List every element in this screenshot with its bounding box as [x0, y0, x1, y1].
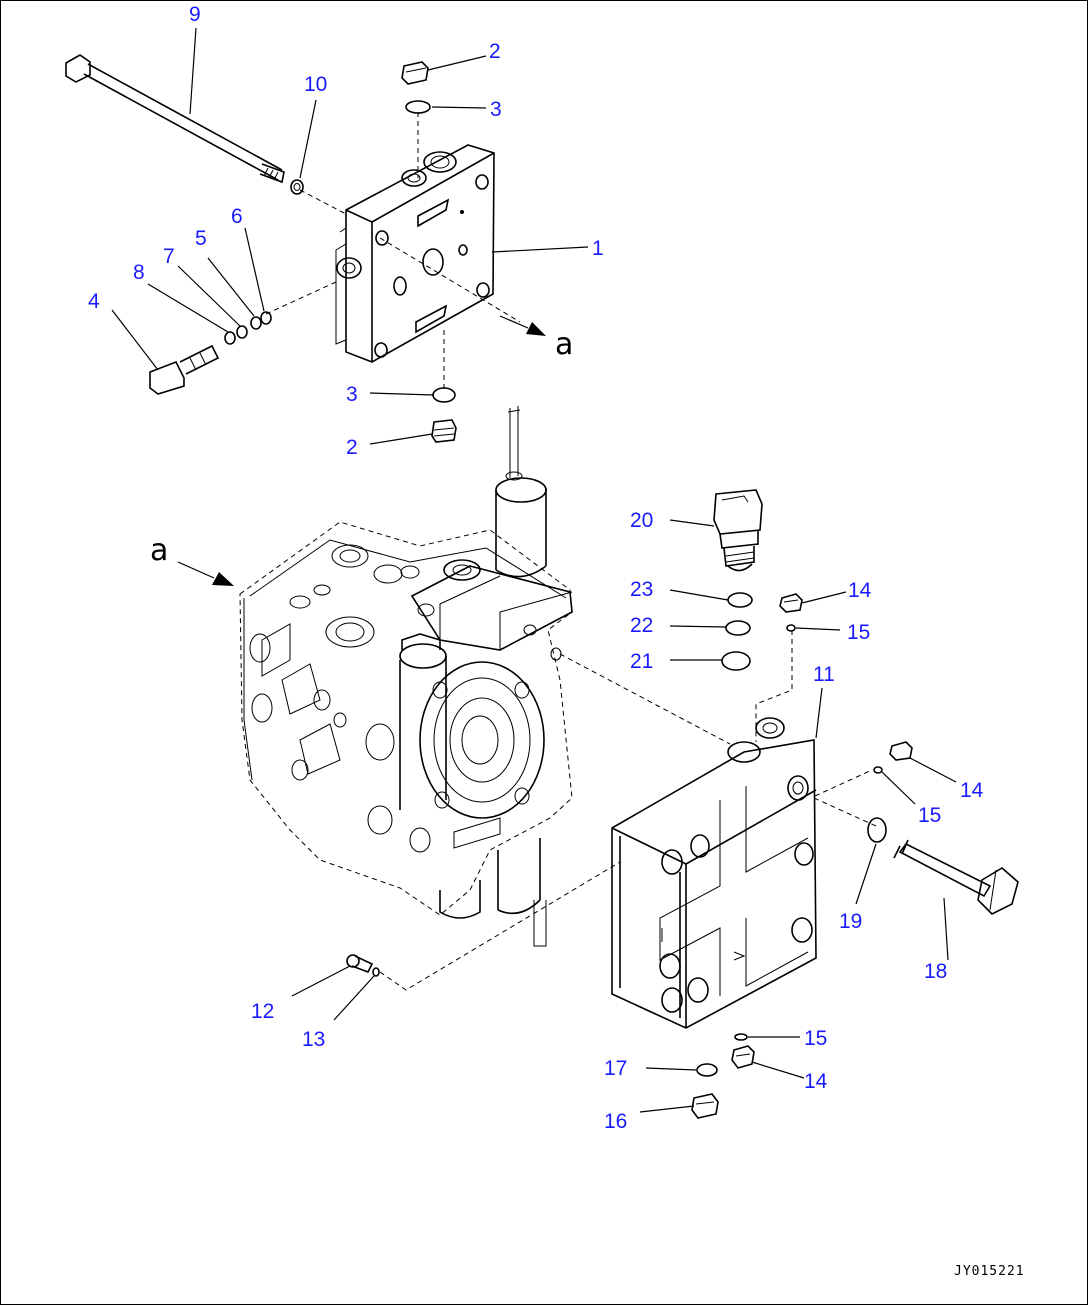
view-arrow-body [177, 561, 234, 586]
drawing-code: JY015221 [954, 1264, 1025, 1279]
part-19-washer [867, 817, 887, 843]
part-3-o-ring-bottom [432, 387, 456, 403]
callout-23: 23 [630, 578, 653, 601]
part-15-seal-right [873, 766, 883, 774]
callout-12: 12 [251, 1000, 274, 1023]
part-22-backup-ring [725, 620, 751, 636]
part-11-end-cover [611, 717, 817, 1029]
part-7-ring [236, 325, 248, 339]
callout-18: 18 [924, 960, 947, 983]
callout-4: 4 [88, 290, 100, 313]
callout-9: 9 [189, 3, 201, 26]
callout-8: 8 [133, 261, 145, 284]
callout-13: 13 [302, 1028, 325, 1051]
part-2-plug-top [401, 61, 429, 85]
callout-2-bottom: 2 [346, 436, 358, 459]
callout-2-top: 2 [489, 40, 501, 63]
view-letter-top: a [555, 327, 573, 362]
callout-16: 16 [604, 1110, 627, 1133]
callout-5: 5 [195, 227, 207, 250]
callout-14-top: 14 [848, 579, 872, 602]
part-21-o-ring [721, 651, 751, 671]
callout-20: 20 [630, 509, 653, 532]
callout-11: 11 [813, 663, 835, 686]
part-5-ring [250, 316, 262, 330]
callout-15-bottom: 15 [804, 1027, 827, 1050]
part-13-seal [372, 967, 380, 977]
callout-19: 19 [839, 910, 862, 933]
part-2-plug-bottom [431, 419, 457, 443]
part-6-ring [260, 311, 272, 325]
part-10-washer [290, 179, 304, 195]
view-letter-body: a [150, 533, 168, 568]
callout-14-right: 14 [960, 779, 984, 802]
callout-21: 21 [630, 650, 653, 673]
callout-10: 10 [304, 73, 327, 96]
callout-17: 17 [604, 1057, 627, 1080]
callout-22: 22 [630, 614, 653, 637]
callout-1: 1 [592, 237, 604, 260]
callout-14-bottom: 14 [804, 1070, 828, 1093]
part-8-ring [224, 331, 236, 345]
part-9-tie-bolt [65, 54, 285, 184]
part-15-seal-top [786, 624, 796, 632]
callout-7: 7 [163, 245, 175, 268]
callout-6: 6 [231, 205, 243, 228]
part-20-relief-valve [713, 489, 763, 572]
callout-leaders [111, 27, 957, 1113]
part-17-o-ring [696, 1063, 718, 1077]
part-4-spool-plug [149, 344, 220, 395]
callout-15-right: 15 [918, 804, 941, 827]
part-3-o-ring-top [405, 100, 431, 114]
part-1-valve-section [335, 144, 495, 363]
part-12-plug [346, 954, 374, 974]
view-arrow-top [499, 315, 546, 336]
part-18-bolt [893, 839, 1019, 915]
callout-3-top: 3 [490, 98, 502, 121]
part-14-plug-right [889, 741, 913, 761]
part-14-plug-bottom [731, 1045, 755, 1069]
callout-3-bottom: 3 [346, 383, 358, 406]
part-23-o-ring [727, 592, 753, 608]
assembly-center-lines [265, 112, 877, 991]
callout-labels: 1 2 2 3 3 4 5 6 7 8 9 10 11 12 13 14 14 … [88, 3, 984, 1133]
main-valve-body [239, 406, 573, 947]
callout-15-top: 15 [847, 621, 870, 644]
part-14-plug-top [779, 593, 803, 613]
part-15-seal-bottom [734, 1033, 748, 1041]
part-16-plug [691, 1093, 719, 1119]
